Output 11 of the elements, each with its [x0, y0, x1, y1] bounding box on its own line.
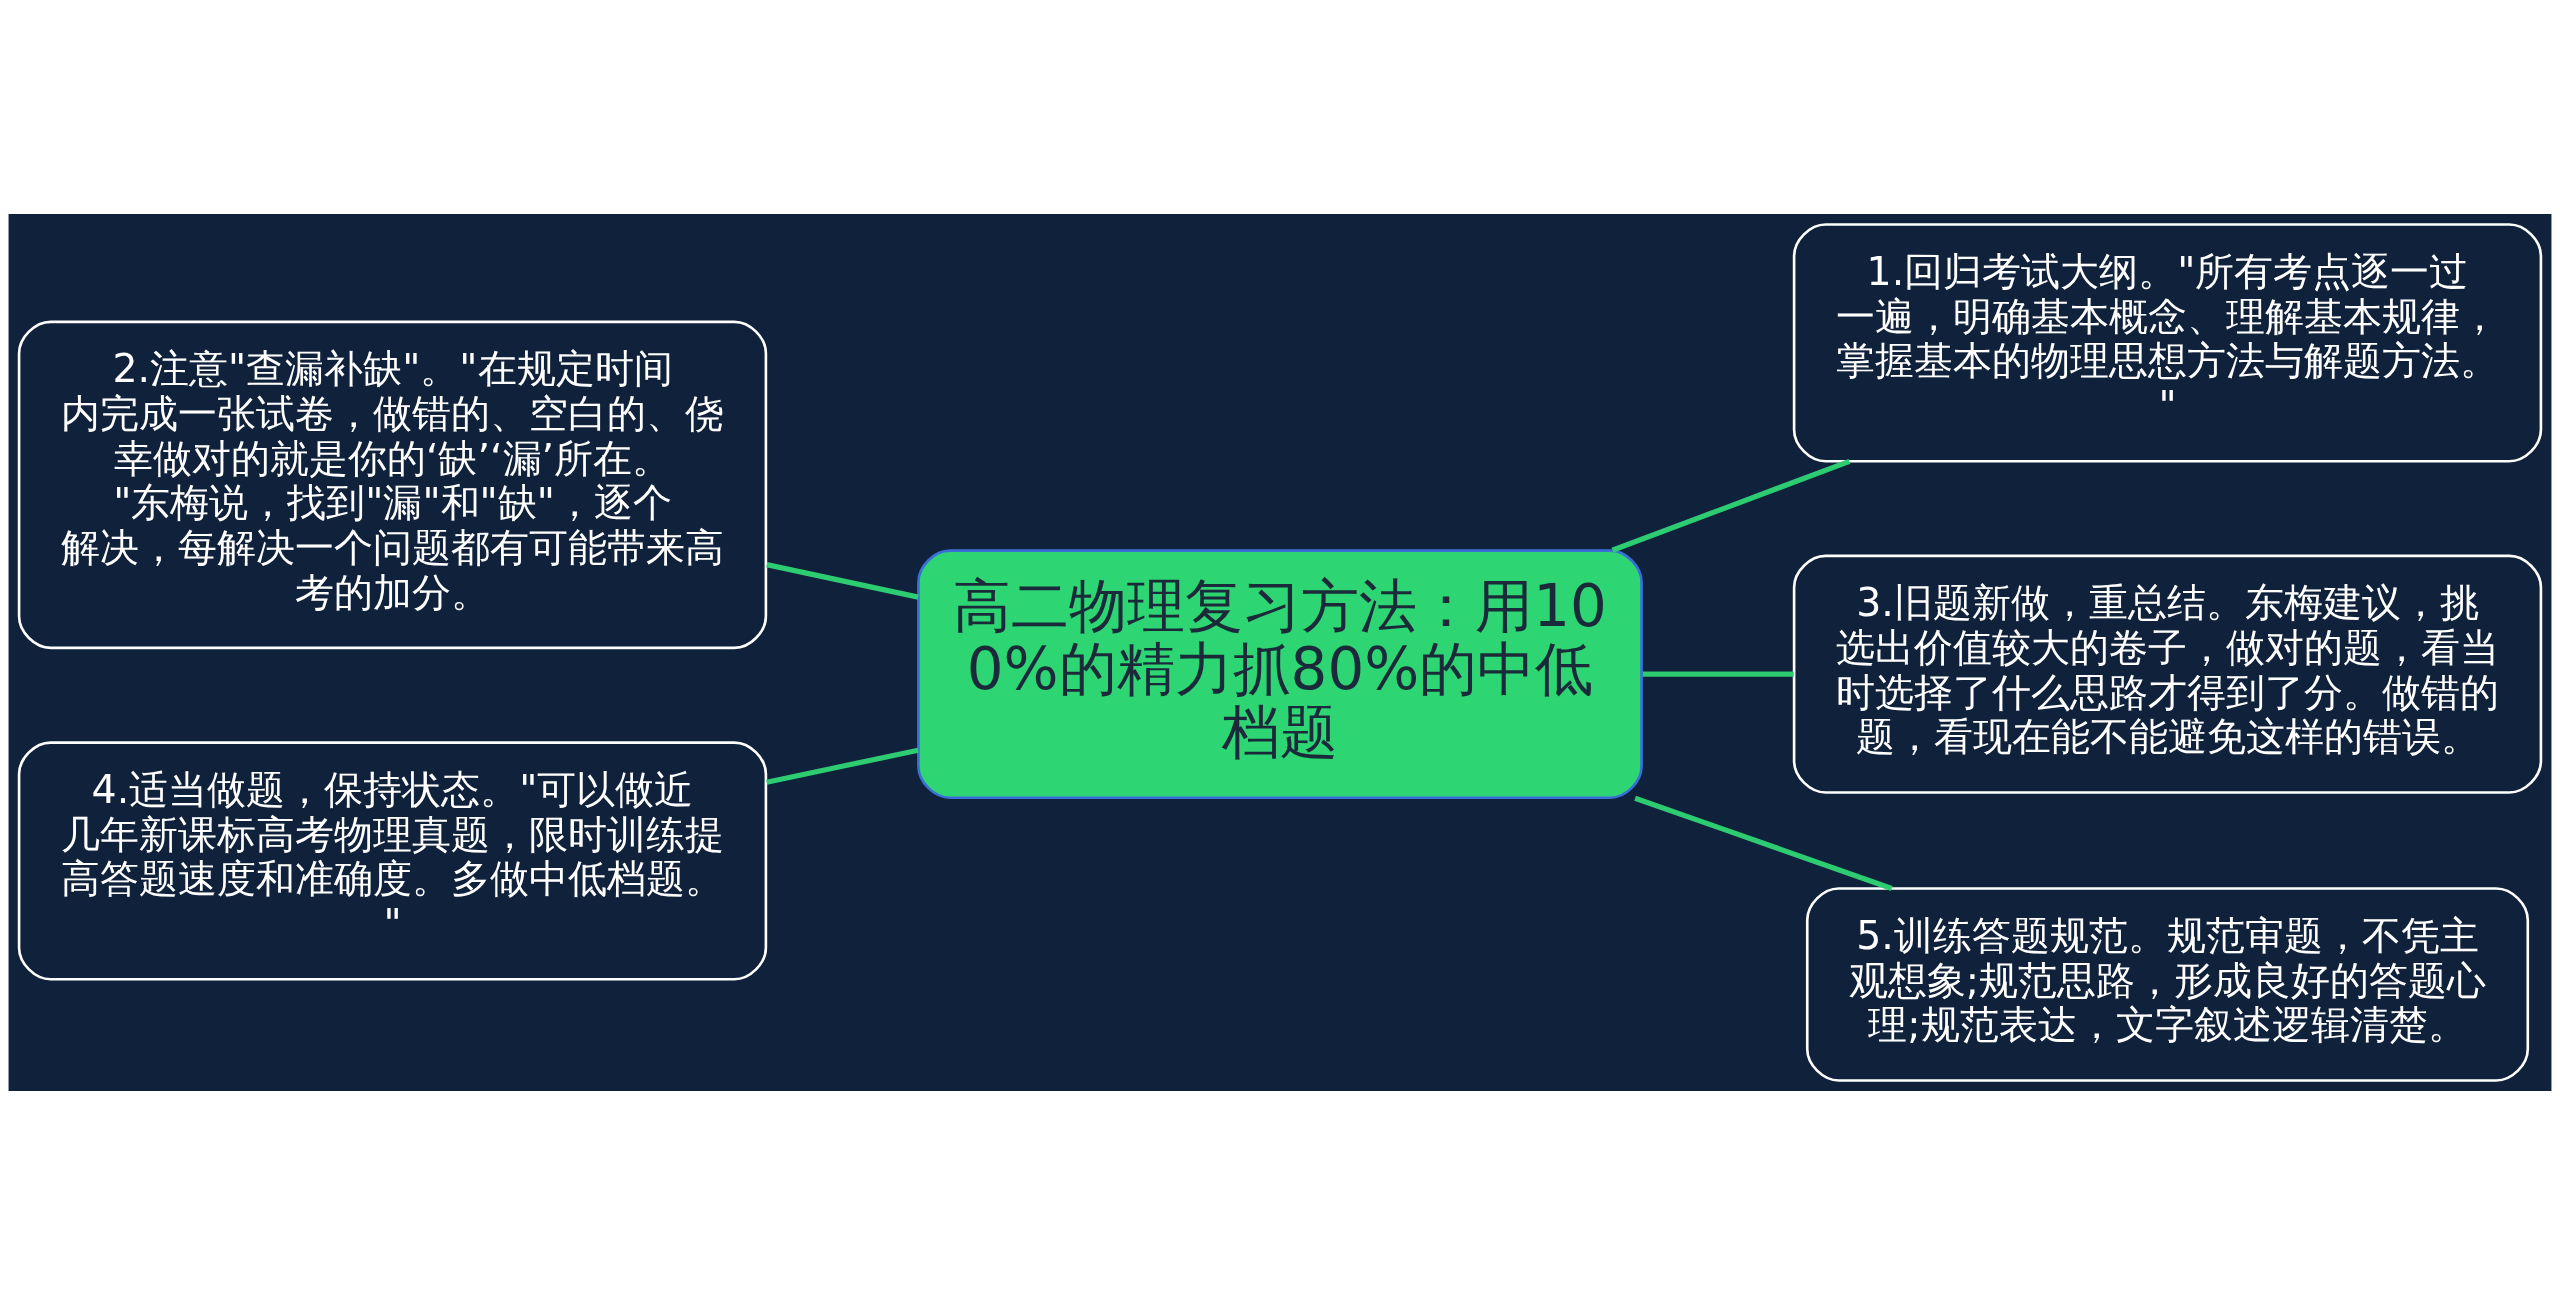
connector: [1634, 795, 1893, 891]
node-box: 2.注意"查漏补缺"。"在规定时间内完成一张试卷，做错的、空白的、侥幸做对的就是你的‘缺’‘漏’所在。"东梅说，找到"漏"和"缺"，逐个解决，每解决一个问题都有可能带来高考的加分。: [17, 320, 768, 649]
node-box: 1.回归考试大纲。"所有考点逐一过一遍，明确基本概念、理解基本规律，掌握基本的物理思想方法与解题方法。": [1792, 222, 2543, 462]
node-box: 3.旧题新做，重总结。东梅建议，挑选出价值较大的卷子，做对的题，看当时选择了什么思路才得到了分。做错的题，看现在能不能避免这样的错误。: [1792, 554, 2543, 794]
connector: [766, 561, 919, 600]
node-box: 5.训练答题规范。规范审题，不凭主观想象;规范思路，形成良好的答题心理;规范表达，文字叙述逻辑清楚。: [1805, 886, 2530, 1082]
node-box: 4.适当做题，保持状态。"可以做近几年新课标高考物理真题，限时训练提高答题速度和准确度。多做中低档题。": [17, 740, 768, 981]
connector: [1642, 671, 1794, 677]
node-box: 高二物理复习方法：用100%的精力抓80%的中低档题: [917, 548, 1643, 799]
connector: [766, 747, 919, 785]
connector: [1611, 458, 1851, 553]
